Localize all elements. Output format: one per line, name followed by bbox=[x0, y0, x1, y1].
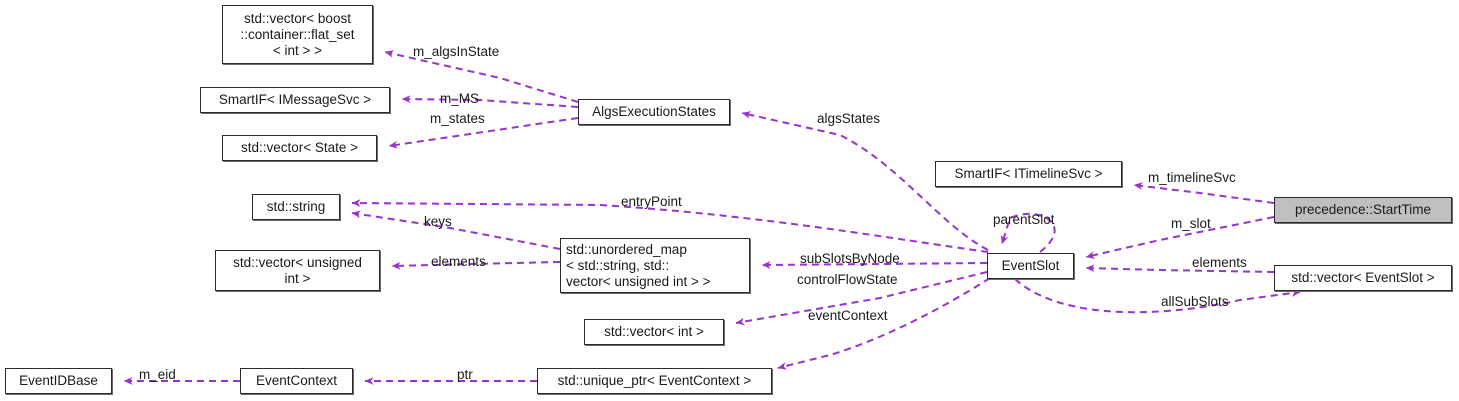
node-eventidbase[interactable]: EventIDBase bbox=[5, 368, 112, 394]
edge-label-m_algsInState: m_algsInState bbox=[413, 44, 500, 59]
edge-label-m_MS: m_MS bbox=[440, 91, 480, 106]
edge-allSubSlots bbox=[1014, 278, 1301, 314]
edge-label-elements-eventslot: elements bbox=[1192, 255, 1247, 270]
node-vector-state[interactable]: std::vector< State > bbox=[222, 135, 377, 161]
edge-label-m_states: m_states bbox=[430, 111, 485, 126]
node-unordered-map[interactable]: std::unordered_map < std::string, std:: … bbox=[560, 238, 750, 293]
node-algsexecutionstates[interactable]: AlgsExecutionStates bbox=[578, 99, 730, 125]
edge-keys bbox=[351, 210, 561, 250]
edge-label-algsStates: algsStates bbox=[817, 111, 881, 126]
node-unique-ptr-eventcontext[interactable]: std::unique_ptr< EventContext > bbox=[537, 368, 772, 394]
node-std-string[interactable]: std::string bbox=[252, 194, 340, 220]
node-precedence-starttime[interactable]: precedence::StartTime bbox=[1274, 197, 1452, 223]
edge-eventContext bbox=[777, 277, 991, 370]
node-smartif-itimelinesvc[interactable]: SmartIF< ITimelineSvc > bbox=[935, 161, 1122, 187]
node-vector-unsigned-int[interactable]: std::vector< unsigned int > bbox=[215, 250, 380, 291]
node-smartif-imessagesvc[interactable]: SmartIF< IMessageSvc > bbox=[200, 87, 390, 113]
edge-label-ptr: ptr bbox=[457, 367, 473, 382]
edge-m_timelineSvc bbox=[1133, 182, 1275, 204]
edge-label-entryPoint: entryPoint bbox=[621, 194, 682, 209]
node-vec-flatset[interactable]: std::vector< boost ::container::flat_set… bbox=[222, 5, 373, 64]
node-vector-eventslot[interactable]: std::vector< EventSlot > bbox=[1274, 265, 1452, 291]
edge-label-parentSlot: parentSlot bbox=[993, 212, 1055, 227]
edge-label-controlFlowState: controlFlowState bbox=[797, 272, 898, 287]
edge-label-subSlotsByNode: subSlotsByNode bbox=[800, 251, 900, 266]
edge-label-m_eid: m_eid bbox=[139, 367, 176, 382]
edge-label-m_timelineSvc: m_timelineSvc bbox=[1148, 170, 1236, 185]
edge-label-eventContext: eventContext bbox=[808, 308, 888, 323]
node-eventslot[interactable]: EventSlot bbox=[987, 253, 1074, 279]
node-eventcontext[interactable]: EventContext bbox=[240, 368, 353, 394]
edge-m_algsInState bbox=[384, 50, 579, 103]
edge-label-m_slot: m_slot bbox=[1171, 216, 1211, 231]
node-vector-int[interactable]: std::vector< int > bbox=[584, 319, 724, 345]
edge-label-elements-uint: elements bbox=[431, 254, 486, 269]
edge-label-keys: keys bbox=[424, 214, 452, 229]
edge-label-allSubSlots: allSubSlots bbox=[1161, 294, 1229, 309]
edge-m_MS bbox=[401, 95, 579, 108]
